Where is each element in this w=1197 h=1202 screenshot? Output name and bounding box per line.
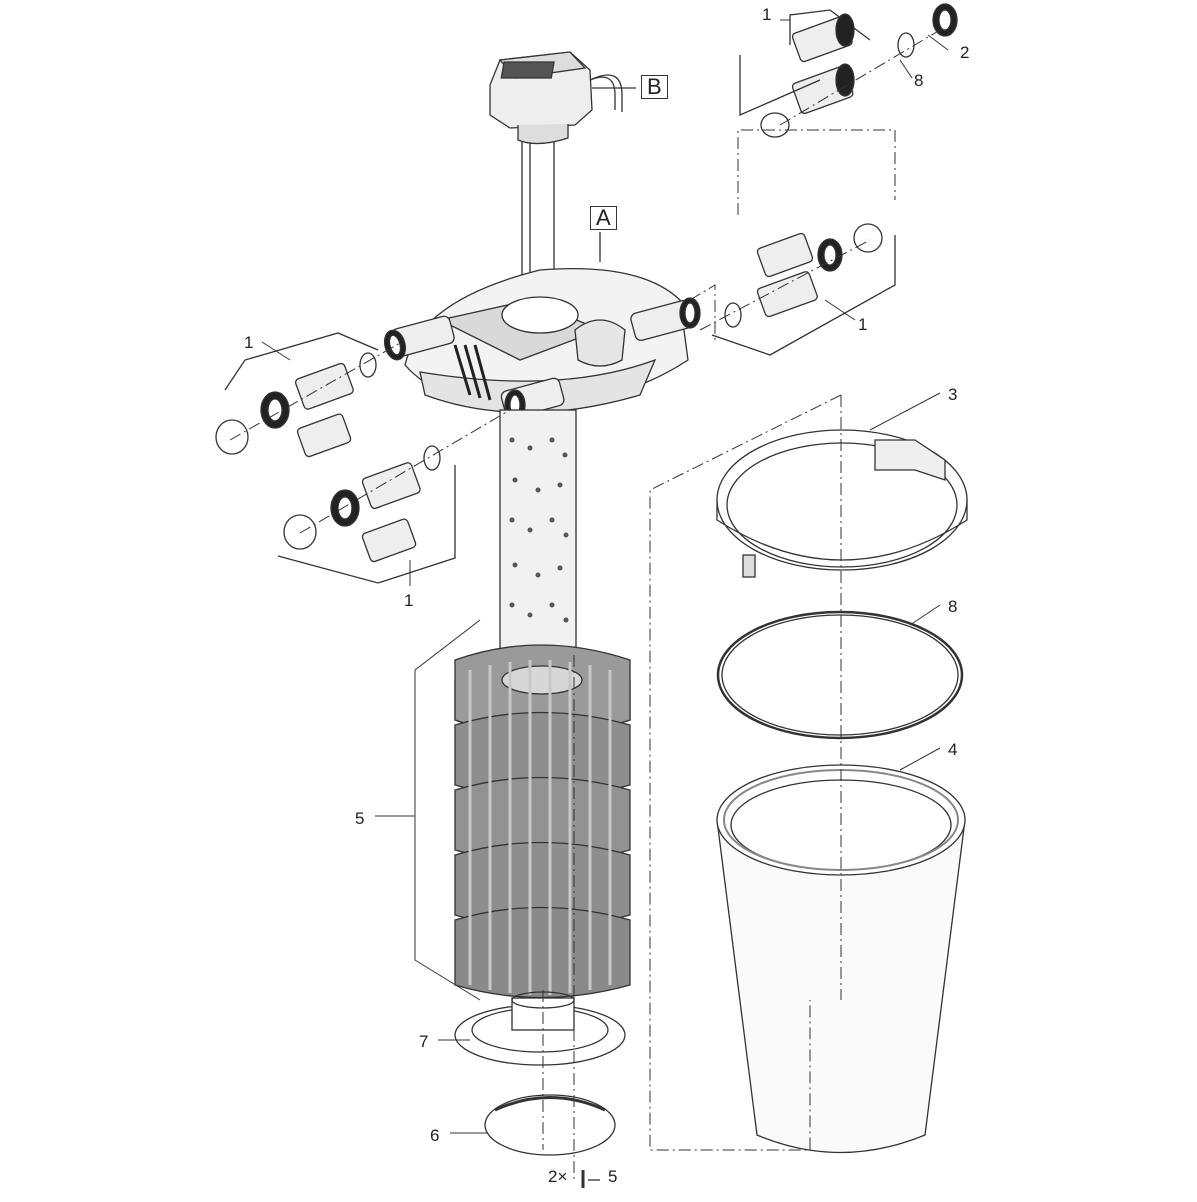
callout-1: 1 <box>762 5 772 24</box>
callout-6: 6 <box>430 1126 440 1145</box>
connector-set-left-upper <box>215 332 379 458</box>
callout-1: 1 <box>244 333 254 352</box>
seal-ring <box>716 610 964 740</box>
perforated-tube <box>499 409 577 669</box>
screw <box>581 1170 600 1188</box>
connector-set-right <box>711 223 896 356</box>
leader-lines <box>261 19 949 1134</box>
callout-4: 4 <box>948 740 958 759</box>
filter-head <box>383 232 701 421</box>
callout-quantity: 2× <box>548 1167 568 1186</box>
assembly-axis-lines <box>229 29 941 1180</box>
callout-5: 5 <box>608 1167 618 1186</box>
callout-1: 1 <box>858 315 868 334</box>
callout-2: 2 <box>960 43 970 62</box>
clamp-ring <box>716 429 968 578</box>
callout-8: 8 <box>948 597 958 616</box>
callout-3: 3 <box>948 385 958 404</box>
callout-5: 5 <box>355 809 365 828</box>
base-plate <box>454 991 626 1066</box>
callout-1: 1 <box>404 591 414 610</box>
label-box-a: A <box>590 206 617 230</box>
filter-foam-stack <box>454 644 631 999</box>
label-box-b: B <box>641 75 668 99</box>
connector-set-left-lower <box>277 445 456 584</box>
connector-set-top-right <box>739 3 958 138</box>
callout-7: 7 <box>419 1032 429 1051</box>
retaining-ring <box>484 1094 616 1156</box>
callout-8: 8 <box>914 71 924 90</box>
